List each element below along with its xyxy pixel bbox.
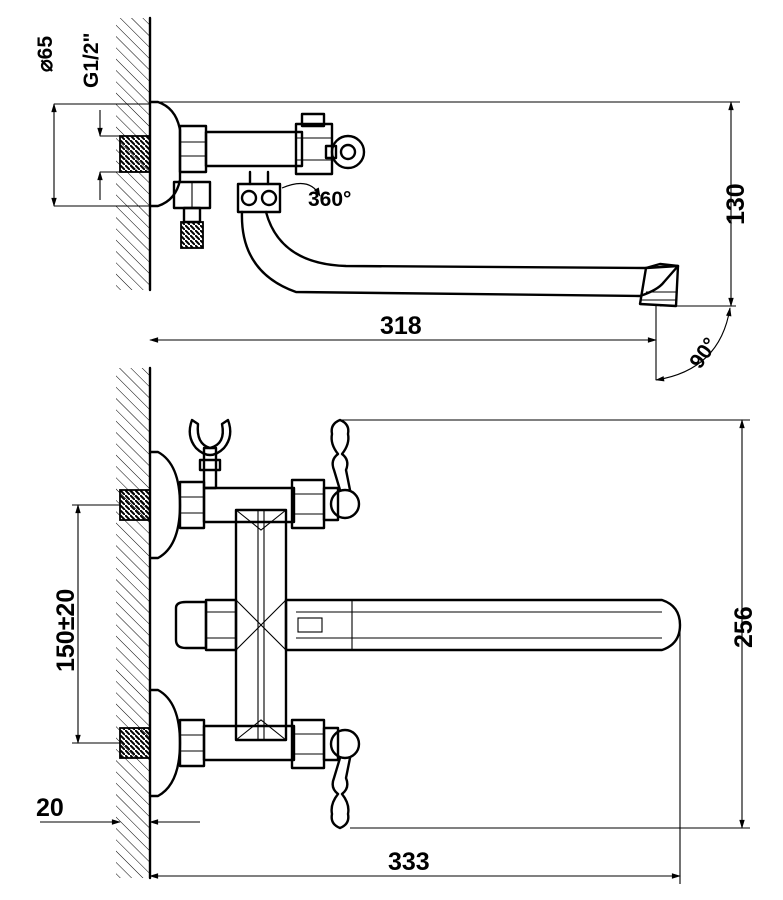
rotation-label: 360° <box>308 188 351 211</box>
shower-holder <box>188 418 232 457</box>
dim-wall-gap-label: 20 <box>36 794 64 822</box>
nut-upper <box>178 480 206 530</box>
valve-upper <box>290 478 326 530</box>
ring-handle-top <box>330 134 366 170</box>
lever-handle-lower-knob <box>329 728 361 760</box>
side-view: 360° ⌀65 G1/2" 130 318 90° <box>34 16 750 382</box>
dim-130-label: 130 <box>722 183 750 225</box>
body-tube-top <box>204 130 304 168</box>
flange-top <box>148 100 182 208</box>
valve-lower <box>290 718 326 770</box>
lever-handle-upper-knob <box>329 488 361 520</box>
diverter-knob <box>174 600 208 650</box>
flange-upper <box>148 450 182 560</box>
swivel-collar-top <box>236 182 282 214</box>
shower-thread-top <box>180 221 204 249</box>
front-view: 150±20 20 256 333 <box>36 366 758 884</box>
dim-318-label: 318 <box>380 312 422 340</box>
dim-center-label: 150±20 <box>52 589 80 672</box>
spout-top <box>240 210 680 298</box>
wall-thread-upper <box>119 489 151 521</box>
dim-333-label: 333 <box>388 848 430 876</box>
lever-handle-upper <box>330 418 352 492</box>
spout-front <box>284 598 682 652</box>
rotation-arrow <box>281 182 321 197</box>
nut-top <box>178 124 208 174</box>
flange-lower <box>148 688 182 798</box>
wall-hatch-front <box>116 368 150 878</box>
dim-thread-label: G1/2" <box>80 33 103 88</box>
dim-diameter-label: ⌀65 <box>34 36 57 72</box>
wall-thread-lower <box>119 727 151 759</box>
nut-lower <box>178 718 206 768</box>
angle-arc <box>655 307 732 382</box>
dim-256-label: 256 <box>730 606 758 648</box>
wall-thread-top <box>119 135 151 173</box>
angle-label: 90° <box>685 334 722 373</box>
lever-handle-lower <box>330 756 352 830</box>
